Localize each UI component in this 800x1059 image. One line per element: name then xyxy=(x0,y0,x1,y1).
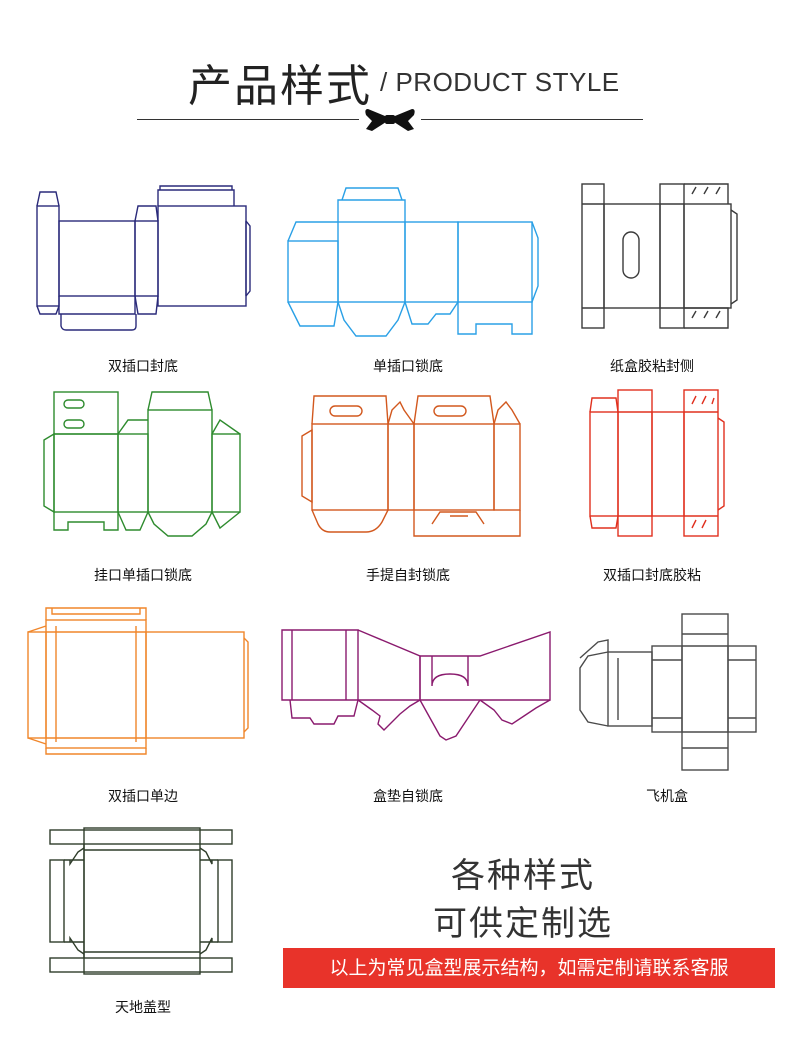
divider-left xyxy=(137,119,359,120)
dieline-diagram xyxy=(36,185,251,331)
page-title-english: / PRODUCT STYLE xyxy=(380,67,620,97)
box-style-caption: 挂口单插口锁底 xyxy=(94,568,192,584)
box-style-caption: 飞机盒 xyxy=(646,789,688,805)
divider-right xyxy=(421,119,643,120)
box-style-caption: 双插口封底 xyxy=(108,359,178,375)
box-style-caption: 双插口封底胶粘 xyxy=(603,568,701,584)
page-header: 产品样式 / PRODUCT STYLE xyxy=(0,0,800,150)
dieline-diagram xyxy=(579,613,757,771)
box-style-caption: 单插口锁底 xyxy=(373,359,443,375)
box-style-caption: 天地盖型 xyxy=(115,1000,171,1016)
box-style-caption: 手提自封锁底 xyxy=(366,568,450,584)
page-title: 产品样式 xyxy=(188,61,372,112)
slogan-line-1: 各种样式 xyxy=(451,856,595,896)
box-style-caption: 盒垫自锁底 xyxy=(373,789,443,805)
dieline-diagram xyxy=(281,629,551,741)
dieline-diagram xyxy=(581,183,738,329)
dieline-diagram xyxy=(301,395,521,537)
dieline-diagram xyxy=(49,827,233,975)
notice-banner: 以上为常见盒型展示结构，如需定制请联系客服 xyxy=(283,948,775,988)
bow-icon xyxy=(365,109,415,131)
box-style-caption: 纸盒胶粘封侧 xyxy=(610,359,694,375)
dieline-diagram xyxy=(43,391,241,537)
dieline-diagram xyxy=(589,389,725,537)
box-style-caption: 双插口单边 xyxy=(108,789,178,805)
dieline-diagram xyxy=(287,187,539,337)
dieline-diagram xyxy=(27,607,249,755)
